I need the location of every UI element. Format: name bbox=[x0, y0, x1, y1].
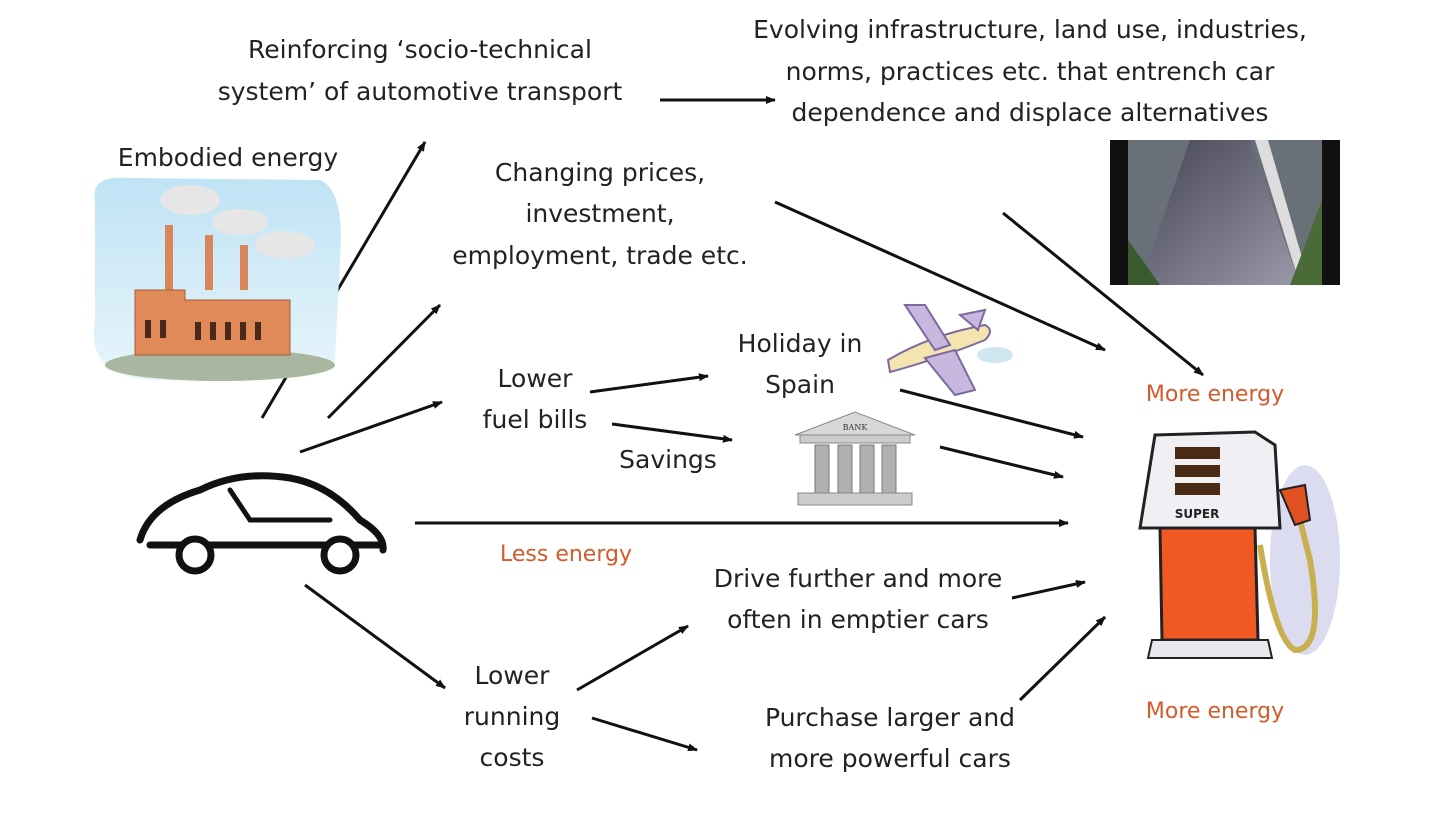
label-holiday-spain: Holiday in Spain bbox=[738, 329, 863, 399]
arrow-car-to-fuel-bills bbox=[299, 400, 443, 454]
arrow-car-to-running-costs bbox=[304, 583, 446, 690]
svg-text:Drive further and more: Drive further and more bbox=[714, 564, 1003, 593]
car-icon bbox=[136, 472, 387, 575]
svg-text:fuel bills: fuel bills bbox=[483, 405, 588, 434]
arrow-drive-to-pump bbox=[1011, 580, 1086, 600]
arrow-fuel-to-savings bbox=[611, 422, 733, 443]
svg-text:employment, trade etc.: employment, trade etc. bbox=[452, 241, 747, 270]
factory-icon bbox=[93, 177, 341, 381]
label-evolving-infrastructure: Evolving infrastructure, land use, indus… bbox=[753, 15, 1307, 127]
arrow-car-to-prices bbox=[326, 303, 442, 420]
airplane-icon bbox=[886, 304, 1013, 397]
label-changing-prices: Changing prices, investment, employment,… bbox=[452, 158, 747, 270]
arrow-holiday-to-pump bbox=[899, 388, 1084, 439]
arrow-running-to-purchase bbox=[591, 716, 698, 752]
arrow-fuel-to-holiday bbox=[589, 373, 709, 394]
svg-text:Reinforcing ‘socio-technical: Reinforcing ‘socio-technical bbox=[248, 35, 592, 64]
highway-traffic-photo bbox=[1110, 140, 1340, 285]
arrow-prices-to-pump bbox=[774, 200, 1106, 352]
label-drive-further: Drive further and more often in emptier … bbox=[714, 564, 1003, 634]
svg-text:investment,: investment, bbox=[525, 199, 674, 228]
svg-text:Changing prices,: Changing prices, bbox=[495, 158, 705, 187]
svg-text:norms, practices etc. that ent: norms, practices etc. that entrench car bbox=[786, 57, 1275, 86]
arrow-savings-to-pump bbox=[939, 445, 1064, 479]
svg-text:Spain: Spain bbox=[765, 370, 835, 399]
svg-text:BANK: BANK bbox=[843, 423, 869, 432]
svg-text:costs: costs bbox=[480, 743, 545, 772]
label-lower-fuel-bills: Lower fuel bills bbox=[483, 364, 588, 434]
svg-text:Lower: Lower bbox=[475, 661, 551, 690]
svg-text:often in emptier cars: often in emptier cars bbox=[727, 605, 989, 634]
svg-text:Lower: Lower bbox=[498, 364, 574, 393]
bank-icon: BANK bbox=[794, 411, 916, 506]
label-more-energy-bottom: More energy bbox=[1146, 699, 1284, 724]
label-purchase-larger: Purchase larger and more powerful cars bbox=[765, 703, 1015, 773]
arrow-purchase-to-pump bbox=[1018, 615, 1107, 702]
svg-text:running: running bbox=[464, 702, 560, 731]
svg-text:Holiday in: Holiday in bbox=[738, 329, 863, 358]
label-embodied-energy: Embodied energy bbox=[118, 143, 339, 172]
label-more-energy-top: More energy bbox=[1146, 382, 1284, 407]
svg-text:Evolving infrastructure, land: Evolving infrastructure, land use, indus… bbox=[753, 15, 1307, 44]
svg-text:SUPER: SUPER bbox=[1175, 507, 1220, 521]
arrow-running-to-drive bbox=[576, 624, 689, 692]
fuel-pump-icon: SUPER bbox=[1138, 430, 1340, 659]
label-socio-technical: Reinforcing ‘socio-technical system’ of … bbox=[218, 35, 623, 106]
label-less-energy: Less energy bbox=[500, 542, 632, 567]
label-lower-running-costs: Lower running costs bbox=[464, 661, 560, 772]
label-savings: Savings bbox=[619, 445, 717, 474]
svg-text:dependence and displace altern: dependence and displace alternatives bbox=[792, 98, 1269, 127]
svg-text:Purchase larger and: Purchase larger and bbox=[765, 703, 1015, 732]
svg-text:more powerful cars: more powerful cars bbox=[769, 744, 1011, 773]
svg-text:system’ of automotive transpor: system’ of automotive transport bbox=[218, 77, 623, 106]
arrow-infrastructure-to-pump bbox=[1002, 211, 1204, 377]
arrows bbox=[260, 96, 1204, 752]
